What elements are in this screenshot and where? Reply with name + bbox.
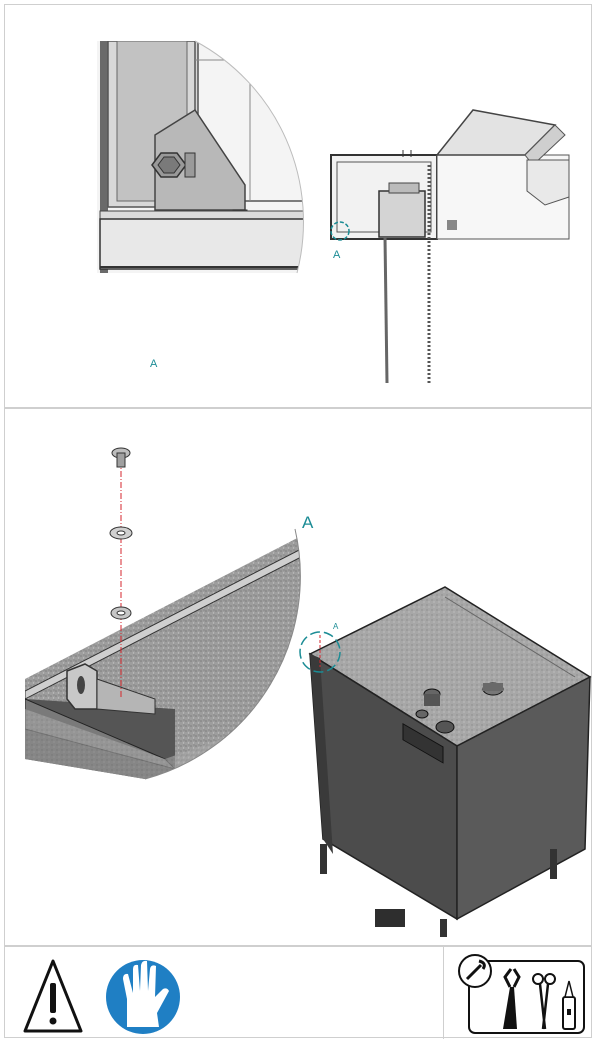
detail-zoom xyxy=(97,41,304,273)
detail-label: A xyxy=(150,358,158,370)
panel-middle: A A xyxy=(4,408,592,946)
machine-side-view xyxy=(330,109,570,384)
machine-iso-view xyxy=(308,586,592,937)
callout-circle-2 xyxy=(299,631,341,673)
warning-icon xyxy=(23,959,83,1033)
protective-gloves-icon xyxy=(106,960,180,1034)
callout-label: A xyxy=(333,249,341,261)
middle-illustration xyxy=(25,447,592,937)
footer-icons xyxy=(23,954,585,1034)
tools-icon xyxy=(458,954,585,1034)
panel-footer xyxy=(4,946,592,1039)
divider xyxy=(443,947,444,1039)
exploded-hardware xyxy=(109,447,133,699)
detail-zoom-2 xyxy=(25,534,301,779)
callout-circle xyxy=(330,221,350,241)
detail-label-2: A xyxy=(302,513,314,532)
callout-label-2: A xyxy=(333,622,339,631)
top-illustration xyxy=(97,40,570,384)
panel-top: A A xyxy=(4,4,592,408)
